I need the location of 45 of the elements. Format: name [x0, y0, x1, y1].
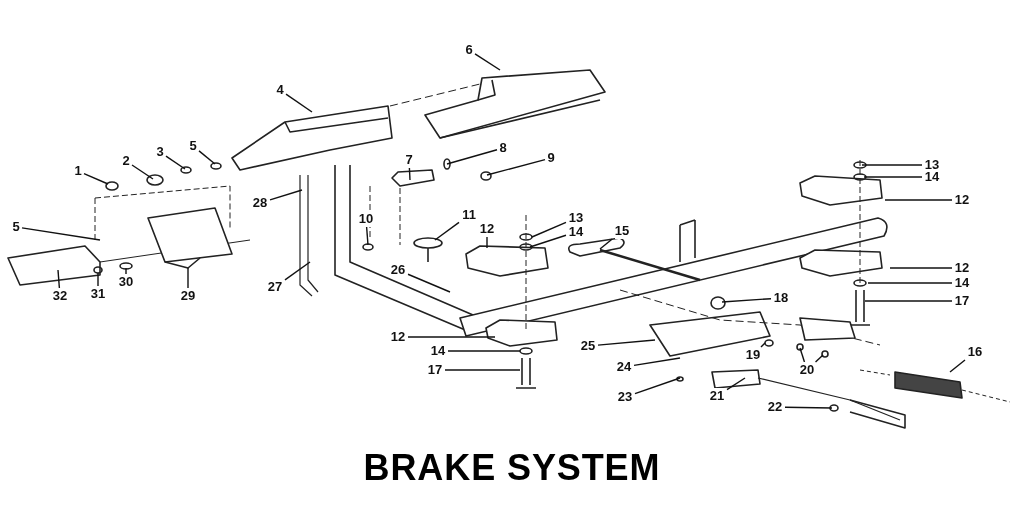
leader-line	[83, 172, 109, 185]
leader-line	[889, 267, 953, 269]
leader-line	[760, 342, 766, 348]
leader-line	[97, 272, 99, 287]
leader-line	[863, 176, 923, 178]
leader-line	[125, 267, 127, 275]
leader-line	[57, 269, 61, 289]
leader-line	[864, 300, 953, 302]
leader-line	[867, 282, 953, 284]
leader-line	[474, 53, 501, 71]
leader-line	[486, 236, 488, 249]
leader-line	[814, 354, 824, 363]
leader-line	[531, 221, 567, 238]
leader-line	[21, 227, 101, 241]
leader-line	[486, 158, 546, 176]
leader-line	[269, 189, 303, 201]
leader-line	[599, 238, 613, 250]
leader-line	[284, 261, 311, 281]
leader-line	[198, 150, 216, 165]
leader-line	[446, 149, 498, 165]
leader-line	[447, 350, 521, 352]
leader-line	[365, 226, 369, 246]
leader-line	[597, 339, 656, 346]
diagram-title: BRAKE SYSTEM	[363, 446, 661, 490]
leader-line	[407, 273, 451, 293]
leader-line	[721, 298, 772, 303]
leader-line	[187, 267, 189, 289]
leader-line	[726, 377, 746, 391]
leader-line	[861, 164, 923, 166]
leader-line	[407, 336, 496, 338]
leader-line	[784, 406, 833, 409]
callout-number: 15	[614, 223, 630, 239]
leader-line	[408, 167, 411, 181]
leader-line	[285, 93, 313, 113]
leader-line	[633, 357, 681, 367]
leader-line	[444, 369, 521, 371]
leader-line	[799, 347, 806, 363]
leader-line	[884, 199, 953, 201]
leader-line	[949, 359, 966, 373]
leader-line	[165, 155, 186, 170]
callout-number: 10	[358, 211, 374, 227]
leader-line	[131, 164, 154, 180]
leader-line	[434, 221, 460, 241]
leader-line	[529, 234, 567, 248]
leader-line	[634, 377, 681, 395]
